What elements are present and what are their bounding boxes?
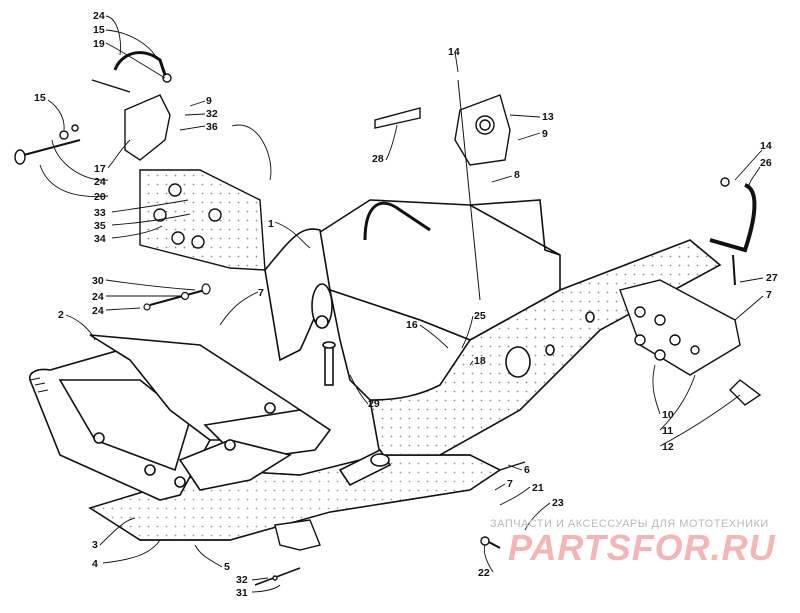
callout-10: 10 [662,409,674,421]
callout-12: 12 [662,441,674,453]
callout-4: 4 [92,558,98,570]
callout-24b: 24 [94,176,106,188]
callout-26: 26 [760,157,772,169]
steering-support-plate [139,169,266,271]
rear-bracket [374,79,511,301]
callout-36: 36 [206,121,218,133]
side-bracket [619,177,762,406]
callout-24a: 24 [93,10,105,22]
callout-14a: 14 [448,46,460,58]
callout-3: 3 [92,539,98,551]
callout-1: 1 [268,218,274,230]
leader-lines [39,15,764,593]
callout-5: 5 [224,561,230,573]
callout-28: 28 [372,153,384,165]
callout-15a: 15 [93,24,105,36]
callout-17: 17 [94,163,106,175]
bolt-set-left [143,283,211,311]
callout-23: 23 [552,497,564,509]
callout-24d: 24 [92,305,104,317]
front-cradle [28,334,332,501]
callout-6: 6 [524,464,530,476]
callouts: 24 15 19 9 32 36 15 17 24 20 33 35 34 1 … [34,10,778,599]
callout-33: 33 [94,207,106,219]
callout-7a: 7 [258,287,264,299]
callout-25: 25 [474,310,486,322]
callout-2: 2 [58,309,64,321]
callout-8: 8 [514,169,520,181]
callout-21: 21 [532,482,544,494]
callout-22: 22 [478,567,490,579]
callout-13: 13 [542,111,554,123]
callout-20: 20 [94,191,106,203]
watermark-logo: PARTSFOR.RU [508,527,776,568]
callout-14b: 14 [760,140,772,152]
callout-32b: 32 [236,574,248,586]
callout-15b: 15 [34,92,46,104]
callout-27: 27 [766,272,778,284]
callout-9b: 9 [542,128,548,140]
callout-7c: 7 [507,478,513,490]
watermark: ЗАПЧАСТИ И АКСЕССУАРЫ ДЛЯ МОТОТЕХНИКИ PA… [490,518,776,568]
callout-31: 31 [236,587,248,599]
callout-7b: 7 [766,289,772,301]
callout-32a: 32 [206,108,218,120]
callout-11: 11 [662,425,673,437]
callout-16: 16 [406,319,418,331]
callout-34: 34 [94,233,106,245]
callout-29: 29 [368,398,380,410]
callout-18: 18 [474,355,486,367]
callout-9a: 9 [206,95,212,107]
upper-bracket [14,51,172,165]
callout-35: 35 [94,220,106,232]
callout-19: 19 [93,38,105,50]
watermark-tagline: ЗАПЧАСТИ И АКСЕССУАРЫ ДЛЯ МОТОТЕХНИКИ [490,518,769,530]
callout-30: 30 [92,275,104,287]
callout-24c: 24 [92,291,104,303]
lower-bracket [254,461,526,586]
